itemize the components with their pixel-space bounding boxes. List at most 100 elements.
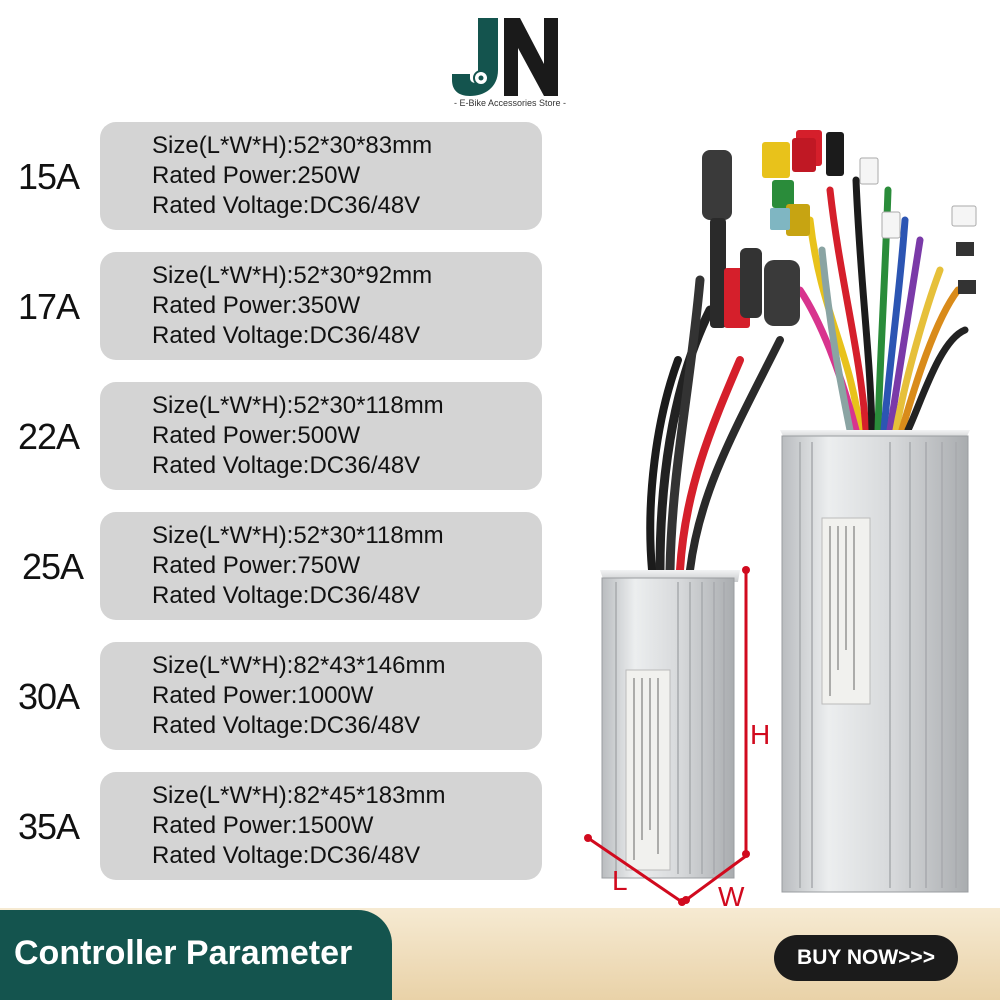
size-value: 82*45*183mm [293,782,446,809]
dimension-markers [584,566,750,906]
store-tagline: - E-Bike Accessories Store - [453,98,567,108]
voltage-label: Rated Voltage: [152,452,310,479]
controller-product-photo: H L W [560,130,1000,912]
spec-card-30a: Size(L*W*H):82*43*146mm Rated Power:1000… [100,642,542,750]
power-label: Rated Power: [152,422,298,449]
width-dimension-line [685,854,747,902]
size-value: 52*30*118mm [293,522,444,549]
power-line: Rated Power:1000W [152,681,542,711]
size-value: 82*43*146mm [293,652,446,679]
buy-now-button[interactable]: BUY NOW>>> [774,935,958,981]
plug-cable [710,218,726,328]
length-dimension-line [587,836,683,904]
power-line: Rated Power:250W [152,161,542,191]
size-line: Size(L*W*H):82*45*183mm [152,781,542,811]
power-label: Rated Power: [152,292,298,319]
power-value: 250W [297,162,361,189]
rating-label-17a: 17A [18,286,80,327]
spec-card-25a: Size(L*W*H):52*30*118mm Rated Power:750W… [100,512,542,620]
power-line: Rated Power:500W [152,421,542,451]
voltage-value: DC36/48V [309,192,421,219]
white-connector-2 [881,211,901,239]
voltage-value: DC36/48V [309,322,421,349]
voltage-label: Rated Voltage: [152,582,310,609]
yellow-connector [762,142,790,178]
power-line: Rated Power:1500W [152,811,542,841]
voltage-line: Rated Voltage:DC36/48V [152,191,542,221]
small-black-connector [956,242,974,256]
rating-label-22a: 22A [18,416,80,457]
voltage-value: DC36/48V [309,712,421,739]
controller-illustration: H L W [584,130,977,912]
power-label: Rated Power: [152,162,298,189]
power-label: Rated Power: [152,812,298,839]
voltage-line: Rated Voltage:DC36/48V [152,451,542,481]
power-label: Rated Power: [152,552,298,579]
width-label: W [718,881,745,910]
size-label: Size(L*W*H): [152,132,294,159]
length-label: L [612,865,628,896]
size-line: Size(L*W*H):82*43*146mm [152,651,542,681]
size-label: Size(L*W*H): [152,782,294,809]
voltage-line: Rated Voltage:DC36/48V [152,711,542,741]
large-controller-wires [796,176,969,434]
rating-label-15a: 15A [18,156,80,197]
voltage-label: Rated Voltage: [152,842,310,869]
height-label: H [750,719,770,750]
small-black-connector-2 [958,280,976,294]
white-connector-3 [951,205,977,227]
yellow-connector-2 [786,204,810,236]
black-plug-connector-2 [740,248,762,318]
size-value: 52*30*83mm [293,132,433,159]
power-line: Rated Power:350W [152,291,542,321]
power-line: Rated Power:750W [152,551,542,581]
blue-connector [770,208,790,230]
red-connector-2 [792,138,816,172]
power-value: 1000W [297,682,374,709]
size-label: Size(L*W*H): [152,262,294,289]
spec-card-15a: Size(L*W*H):52*30*83mm Rated Power:250W … [100,122,542,230]
size-label: Size(L*W*H): [152,522,294,549]
voltage-value: DC36/48V [309,452,421,479]
size-line: Size(L*W*H):52*30*92mm [152,261,542,291]
voltage-line: Rated Voltage:DC36/48V [152,321,542,351]
large-controller-body [780,430,970,893]
small-controller-body [600,570,740,879]
rating-label-30a: 30A [18,676,80,717]
size-value: 52*30*92mm [293,262,433,289]
size-line: Size(L*W*H):52*30*118mm [152,391,542,421]
voltage-value: DC36/48V [309,842,421,869]
black-plug-connector [702,150,732,220]
spec-card-17a: Size(L*W*H):52*30*92mm Rated Power:350W … [100,252,542,360]
voltage-value: DC36/48V [309,582,421,609]
size-label: Size(L*W*H): [152,392,294,419]
rating-label-25a: 25A [22,546,84,587]
power-value: 500W [297,422,361,449]
voltage-line: Rated Voltage:DC36/48V [152,841,542,871]
store-logo: - E-Bike Accessories Store - [440,12,580,112]
size-label: Size(L*W*H): [152,652,294,679]
rating-label-35a: 35A [18,806,80,847]
voltage-label: Rated Voltage: [152,322,310,349]
spec-card-35a: Size(L*W*H):82*45*183mm Rated Power:1500… [100,772,542,880]
size-value: 52*30*118mm [293,392,444,419]
green-connector [772,180,794,208]
small-controller-label [625,669,671,871]
black-plug-connector-3 [764,260,800,326]
white-connector [859,157,879,185]
footer-title: Controller Parameter [14,934,353,972]
power-value: 750W [297,552,361,579]
power-value: 1500W [297,812,374,839]
size-line: Size(L*W*H):52*30*118mm [152,521,542,551]
power-value: 350W [297,292,361,319]
voltage-label: Rated Voltage: [152,712,310,739]
small-controller-wires [646,275,784,575]
black-connector [826,132,844,176]
voltage-line: Rated Voltage:DC36/48V [152,581,542,611]
spec-card-22a: Size(L*W*H):52*30*118mm Rated Power:500W… [100,382,542,490]
footer-title-tab [0,910,392,1000]
power-label: Rated Power: [152,682,298,709]
voltage-label: Rated Voltage: [152,192,310,219]
size-line: Size(L*W*H):52*30*83mm [152,131,542,161]
jn-logo-mark [452,18,558,96]
